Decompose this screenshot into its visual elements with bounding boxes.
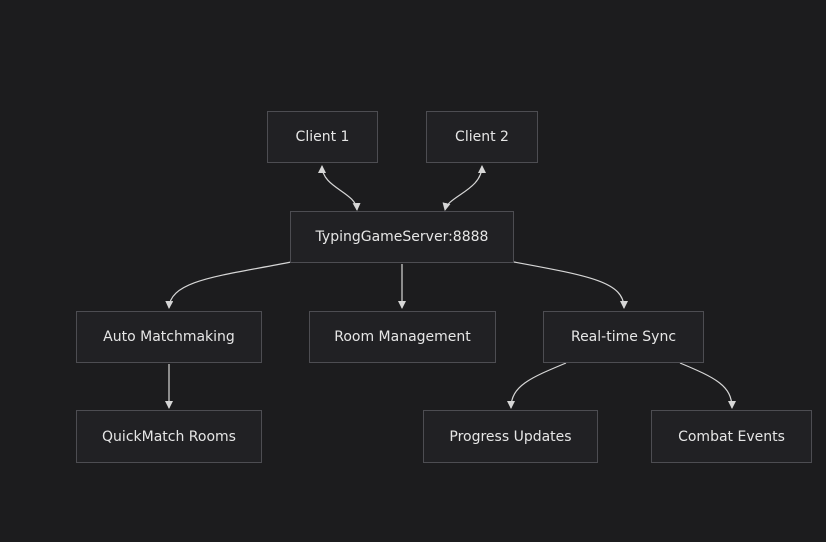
node-typing-game-server: TypingGameServer:8888 bbox=[290, 211, 514, 263]
node-client-2: Client 2 bbox=[426, 111, 538, 163]
edge-sync-combat bbox=[679, 362, 736, 409]
edge-client1-server bbox=[318, 165, 361, 211]
edge-server-sync bbox=[513, 261, 628, 309]
node-client-1: Client 1 bbox=[267, 111, 378, 163]
node-progress-updates: Progress Updates bbox=[423, 410, 598, 463]
node-combat-events: Combat Events bbox=[651, 410, 812, 463]
node-real-time-sync: Real-time Sync bbox=[543, 311, 704, 363]
node-room-management: Room Management bbox=[309, 311, 496, 363]
node-auto-matchmaking: Auto Matchmaking bbox=[76, 311, 262, 363]
edge-server-matchmaking bbox=[165, 261, 292, 309]
edge-client2-server bbox=[442, 165, 486, 211]
edge-sync-progress bbox=[507, 362, 567, 409]
node-quickmatch-rooms: QuickMatch Rooms bbox=[76, 410, 262, 463]
